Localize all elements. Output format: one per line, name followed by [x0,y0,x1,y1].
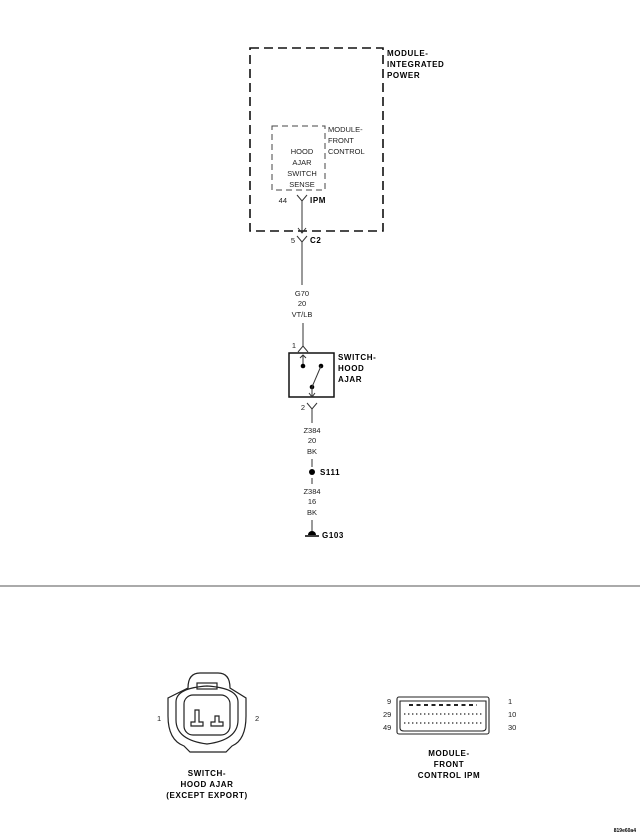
ground-icon [308,531,316,535]
switch-pin2-symbol [306,402,318,410]
switch-label-3: AJAR [338,375,362,384]
front-control-module-box [271,125,326,191]
switch-connector-caption-3: (EXCEPT EXPORT) [166,791,247,800]
wire-upper-gauge: 20 [298,299,306,308]
module-pin-29: 29 [383,710,391,719]
wire-middle-gauge: 20 [308,436,316,445]
module-pin-30: 30 [508,723,516,732]
switch-pin2: 2 [301,403,305,412]
ipm-connector-symbol [296,194,308,202]
module-pin-9: 9 [387,697,391,706]
module-connector-face [396,696,490,735]
wire-upper-id: G70 [295,289,309,298]
switch-connector-caption-1: SWITCH- [188,769,226,778]
switch-pin1-symbol [297,345,309,353]
switch-blade [311,365,322,388]
sense-label-4: SENSE [289,180,314,189]
integrated-power-module-box [249,47,384,232]
module-connector-caption-3: CONTROL IPM [418,771,480,780]
splice-label: S111 [320,468,340,477]
wire-upper-color: VT/LB [292,310,313,319]
wire-lower-color: BK [307,508,317,517]
switch-label-1: SWITCH- [338,353,376,362]
splice-dot [309,469,315,475]
switch-connector-face [167,672,247,753]
sense-label-3: SWITCH [287,169,317,178]
ipm-label-1: MODULE- [387,49,429,58]
c2-connector-name: C2 [310,236,321,245]
sense-label-1: HOOD [291,147,314,156]
switch-connector-pin-left: 1 [157,714,161,723]
module-pin-49: 49 [383,723,391,732]
ipm-pin: 44 [279,196,287,205]
ipm-label-3: POWER [387,71,420,80]
fcm-label-1: MODULE- [328,125,363,134]
switch-pin1: 1 [292,341,296,350]
arrow [299,354,307,359]
module-connector-caption-2: FRONT [434,760,465,769]
ground-label: G103 [322,531,344,540]
sense-label-2: AJAR [292,158,312,167]
module-connector-caption-1: MODULE- [428,749,470,758]
figure-id: 819e60a4 [614,828,636,834]
ipm-label-2: INTEGRATED [387,60,444,69]
arrow [297,227,307,234]
c2-pin: 5 [291,236,295,245]
switch-connector-caption-2: HOOD AJAR [180,780,233,789]
switch-label-2: HOOD [338,364,364,373]
module-pin-1: 1 [508,697,512,706]
fcm-label-2: FRONT [328,136,354,145]
fcm-label-3: CONTROL [328,147,365,156]
ipm-connector-name: IPM [310,196,326,205]
wire-middle-color: BK [307,447,317,456]
switch-contact-dot [300,363,306,369]
module-pin-10: 10 [508,710,516,719]
arrow [308,392,316,398]
wire-middle-id: Z384 [303,426,320,435]
c2-connector-symbol [296,235,308,243]
wire-lower-gauge: 16 [308,497,316,506]
wire-lower-id: Z384 [303,487,320,496]
switch-connector-pin-right: 2 [255,714,259,723]
